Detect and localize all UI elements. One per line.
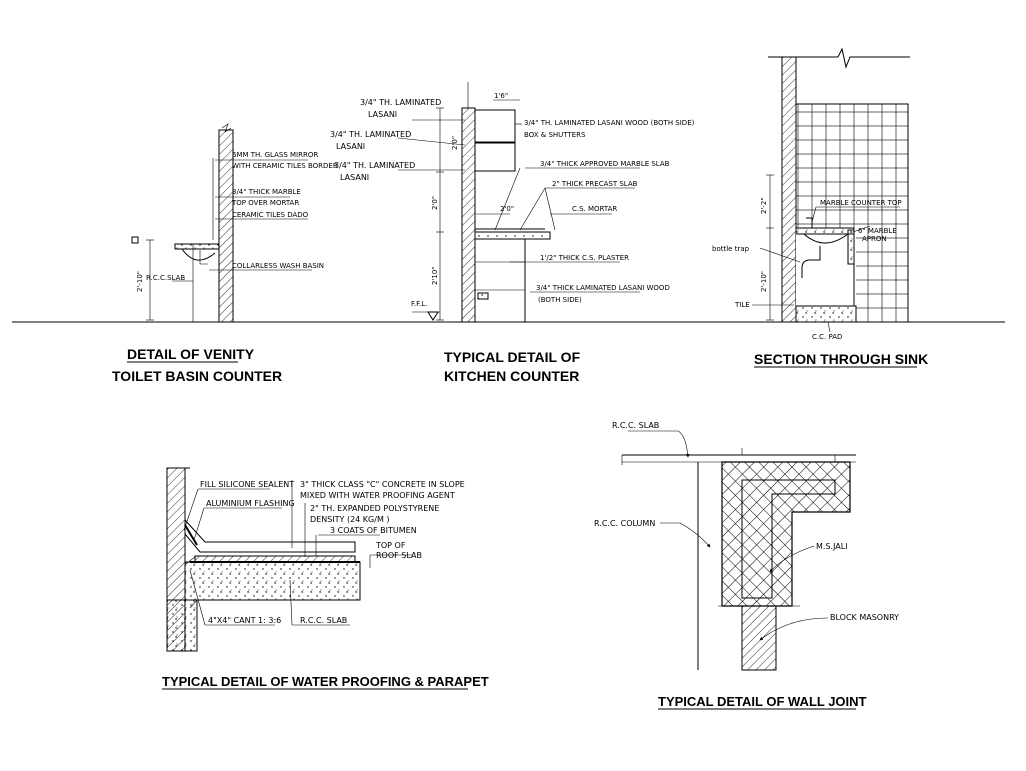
rcc-column-jali [721, 461, 851, 607]
kitchen-wall [461, 107, 476, 323]
walljoint-detail: R.C.C. SLAB R.C.C. COLUMN M.S.JALI BLOCK… [594, 421, 899, 710]
wp-label-eps1: 2" TH. EXPANDED POLYSTYRENE [310, 504, 439, 513]
kitchen-label-lam1a: 3/4" TH. LAMINATED [360, 98, 441, 107]
wp-label-eps2: DENSITY (24 KG/M ) [310, 515, 390, 524]
wp-label-bitumen: 3 COATS OF BITUMEN [330, 526, 417, 535]
vanity-label-basin: COLLARLESS WASH BASIN [232, 262, 324, 270]
sink-cc-pad [795, 305, 857, 323]
waterproofing-detail: FILL SILICONE SEALENT ALUMINIUM FLASHING… [162, 467, 489, 690]
wp-title: TYPICAL DETAIL OF WATER PROOFING & PARAP… [162, 674, 489, 689]
wp-label-concrete1: 3" THICK CLASS "C" CONCRETE IN SLOPE [300, 480, 465, 489]
kitchen-label-cs-mortar: C.S. MORTAR [572, 205, 617, 213]
vanity-label-dado: CERAMIC TILES DADO [232, 211, 309, 219]
wj-label-column: R.C.C. COLUMN [594, 519, 655, 528]
kitchen-dim-top: 1'6" [494, 92, 508, 100]
kitchen-detail: 3/4" TH. LAMINATED LASANI 3/4" TH. LAMIN… [330, 82, 695, 384]
sink-label-counter-top: MARBLE COUNTER TOP [820, 199, 902, 207]
sink-dim-upper: 2'-2" [760, 197, 768, 214]
kitchen-label-lam3a: 3/4" TH. LAMINATED [334, 161, 415, 170]
sink-wall [781, 56, 797, 323]
kitchen-label-box: BOX & SHUTTERS [524, 131, 586, 139]
sink-dim-lower: 2'-10" [760, 271, 768, 292]
kitchen-dim-lower: 2'10" [431, 266, 439, 285]
vanity-label-slab: R.C.C.SLAB [146, 274, 185, 282]
wp-label-cant: 4"X4" CANT 1: 3:6 [208, 616, 281, 625]
kitchen-label-wood-both: 3/4" TH. LAMINATED LASANI WOOD (BOTH SID… [524, 119, 695, 127]
wj-label-masonry: BLOCK MASONRY [830, 613, 899, 622]
kitchen-title-line2: KITCHEN COUNTER [444, 368, 579, 384]
kitchen-title-line1: TYPICAL DETAIL OF [444, 349, 581, 365]
kitchen-dim-depth: 2'0" [500, 205, 514, 213]
vanity-wall [218, 129, 234, 323]
sink-label-tile: TILE [734, 301, 750, 309]
kitchen-label-both-side: (BOTH SIDE) [538, 296, 582, 304]
sink-label-cc-pad: C.C. PAD [812, 333, 842, 341]
kitchen-label-wood-low: 3/4" THICK LAMINATED LASANI WOOD [536, 284, 670, 292]
vanity-label-mirror2: WITH CERAMIC TILES BORDER [232, 162, 338, 170]
sink-detail: MARBLE COUNTER TOP 6" MARBLE APRON bottl… [712, 47, 928, 368]
sink-counter-top [795, 227, 855, 235]
wp-label-roof2: ROOF SLAB [376, 551, 422, 560]
kitchen-label-lam2b: LASANI [336, 142, 365, 151]
wp-label-flashing: ALUMINIUM FLASHING [206, 499, 295, 508]
kitchen-dim-mid: 2'0" [431, 196, 439, 210]
kitchen-label-precast: 2" THICK PRECAST SLAB [552, 180, 638, 188]
wp-label-rcc: R.C.C. SLAB [300, 616, 347, 625]
sink-label-apron2: APRON [862, 235, 887, 243]
vanity-label-mirror1: 6MM TH. GLASS MIRROR [232, 151, 318, 159]
rcc-slab [184, 561, 361, 601]
sink-label-apron1: 6" MARBLE [858, 227, 897, 235]
vanity-title-line1: DETAIL OF VENITY [127, 346, 255, 362]
vanity-title-line2: TOILET BASIN COUNTER [112, 368, 282, 384]
vanity-counter [174, 243, 220, 250]
kitchen-label-lam3b: LASANI [340, 173, 369, 182]
wp-label-roof1: TOP OF [375, 541, 406, 550]
kitchen-label-ffl: F.F.L. [411, 300, 427, 308]
wp-label-concrete2: MIXED WITH WATER PROOFING AGENT [300, 491, 455, 500]
kitchen-label-marble: 3/4" THICK APPROVED MARBLE SLAB [540, 160, 670, 168]
vanity-label-marble2: TOP OVER MORTAR [231, 199, 299, 207]
vanity-detail: 6MM TH. GLASS MIRROR WITH CERAMIC TILES … [112, 123, 338, 384]
sink-title: SECTION THROUGH SINK [754, 351, 928, 367]
sink-label-bottle-trap: bottle trap [712, 245, 750, 253]
wp-label-silicone: FILL SILICONE SEALENT [200, 480, 294, 489]
wj-label-jali: M.S.JALI [816, 542, 848, 551]
kitchen-label-lam2a: 3/4" TH. LAMINATED [330, 130, 411, 139]
wj-title: TYPICAL DETAIL OF WALL JOINT [658, 694, 867, 709]
block-masonry [741, 605, 777, 671]
kitchen-dim-upper: 2'0" [451, 136, 459, 150]
kitchen-label-plaster: 1'/2" THICK C.S. PLASTER [540, 254, 629, 262]
wj-label-slab: R.C.C. SLAB [612, 421, 659, 430]
kitchen-label-lam1b: LASANI [368, 110, 397, 119]
vanity-label-marble1: 3/4" THICK MARBLE [232, 188, 301, 196]
kitchen-counter-slab [474, 231, 551, 240]
vanity-dim-height: 2'-10" [136, 271, 144, 292]
